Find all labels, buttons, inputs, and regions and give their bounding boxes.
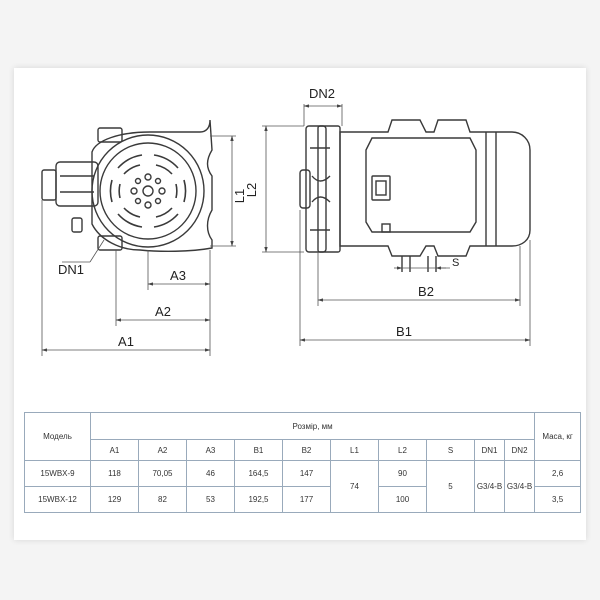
label-a1: A1 bbox=[118, 334, 134, 349]
inlet-nozzle bbox=[41, 161, 99, 233]
mass-header: Маса, кг bbox=[534, 412, 582, 461]
table-row: 15WBX-12 129 82 53 192,5 177 100 3,5 bbox=[24, 486, 582, 513]
center-hub bbox=[130, 173, 166, 209]
column-header: A2 bbox=[138, 439, 187, 461]
column-header: DN2 bbox=[503, 439, 536, 461]
spec-table: Модель Розмір, мм Маса, кг A1 A2 A3 B1 B… bbox=[24, 412, 582, 513]
label-b2: B2 bbox=[418, 284, 434, 299]
column-header: A3 bbox=[186, 439, 235, 461]
motor-housing bbox=[339, 119, 531, 257]
b1-cell: 192,5 bbox=[234, 486, 283, 513]
size-header: Розмір, мм bbox=[89, 412, 536, 440]
label-dn1: DN1 bbox=[58, 262, 84, 277]
mass-cell: 3,5 bbox=[534, 486, 582, 513]
cover-inner-ring bbox=[99, 142, 197, 240]
label-a3: A3 bbox=[170, 268, 186, 283]
bottom-lug bbox=[97, 235, 123, 251]
dn1-cell: G3/4-B bbox=[474, 460, 505, 513]
a2-cell: 82 bbox=[138, 486, 187, 513]
column-header: S bbox=[426, 439, 475, 461]
vent-slots bbox=[109, 154, 187, 228]
dn2-cell: G3/4-B bbox=[503, 460, 536, 513]
label-l1: L1 bbox=[232, 189, 247, 203]
label-a2: A2 bbox=[155, 304, 171, 319]
a3-cell: 46 bbox=[186, 460, 235, 487]
side-view-dimensions bbox=[262, 104, 531, 346]
label-s: S bbox=[452, 257, 459, 269]
b2-cell: 147 bbox=[282, 460, 331, 487]
s-cell: 5 bbox=[426, 460, 475, 513]
column-header: L1 bbox=[330, 439, 379, 461]
model-cell: 15WBX-9 bbox=[24, 460, 91, 487]
label-l2: L2 bbox=[244, 183, 259, 197]
b2-cell: 177 bbox=[282, 486, 331, 513]
pipe-connector bbox=[299, 125, 341, 253]
a2-cell: 70,05 bbox=[138, 460, 187, 487]
a1-cell: 118 bbox=[90, 460, 139, 487]
pump-body-outline bbox=[91, 119, 213, 253]
a1-cell: 129 bbox=[90, 486, 139, 513]
l1-cell: 74 bbox=[330, 460, 379, 513]
cover-outer-ring bbox=[91, 134, 205, 248]
column-header: B2 bbox=[282, 439, 331, 461]
model-header: Модель bbox=[24, 412, 91, 461]
column-header: DN1 bbox=[474, 439, 505, 461]
terminal-box bbox=[365, 137, 477, 233]
column-header: A1 bbox=[90, 439, 139, 461]
l2-cell: 90 bbox=[378, 460, 427, 487]
label-b1: B1 bbox=[396, 324, 412, 339]
front-view-dimensions bbox=[41, 135, 236, 356]
b1-cell: 164,5 bbox=[234, 460, 283, 487]
model-cell: 15WBX-12 bbox=[24, 486, 91, 513]
side-view bbox=[299, 119, 531, 272]
a3-cell: 53 bbox=[186, 486, 235, 513]
table-subheader-row: A1 A2 A3 B1 B2 L1 L2 S DN1 DN2 bbox=[25, 439, 581, 461]
column-header: B1 bbox=[234, 439, 283, 461]
table-row: 15WBX-9 118 70,05 46 164,5 147 74 90 5 G… bbox=[24, 460, 582, 513]
table-header-row: Модель Розмір, мм Маса, кг bbox=[24, 412, 582, 461]
l2-cell: 100 bbox=[378, 486, 427, 513]
front-view bbox=[41, 119, 213, 253]
mass-cell: 2,6 bbox=[534, 460, 582, 487]
label-dn2: DN2 bbox=[309, 86, 335, 101]
column-header: L2 bbox=[378, 439, 427, 461]
